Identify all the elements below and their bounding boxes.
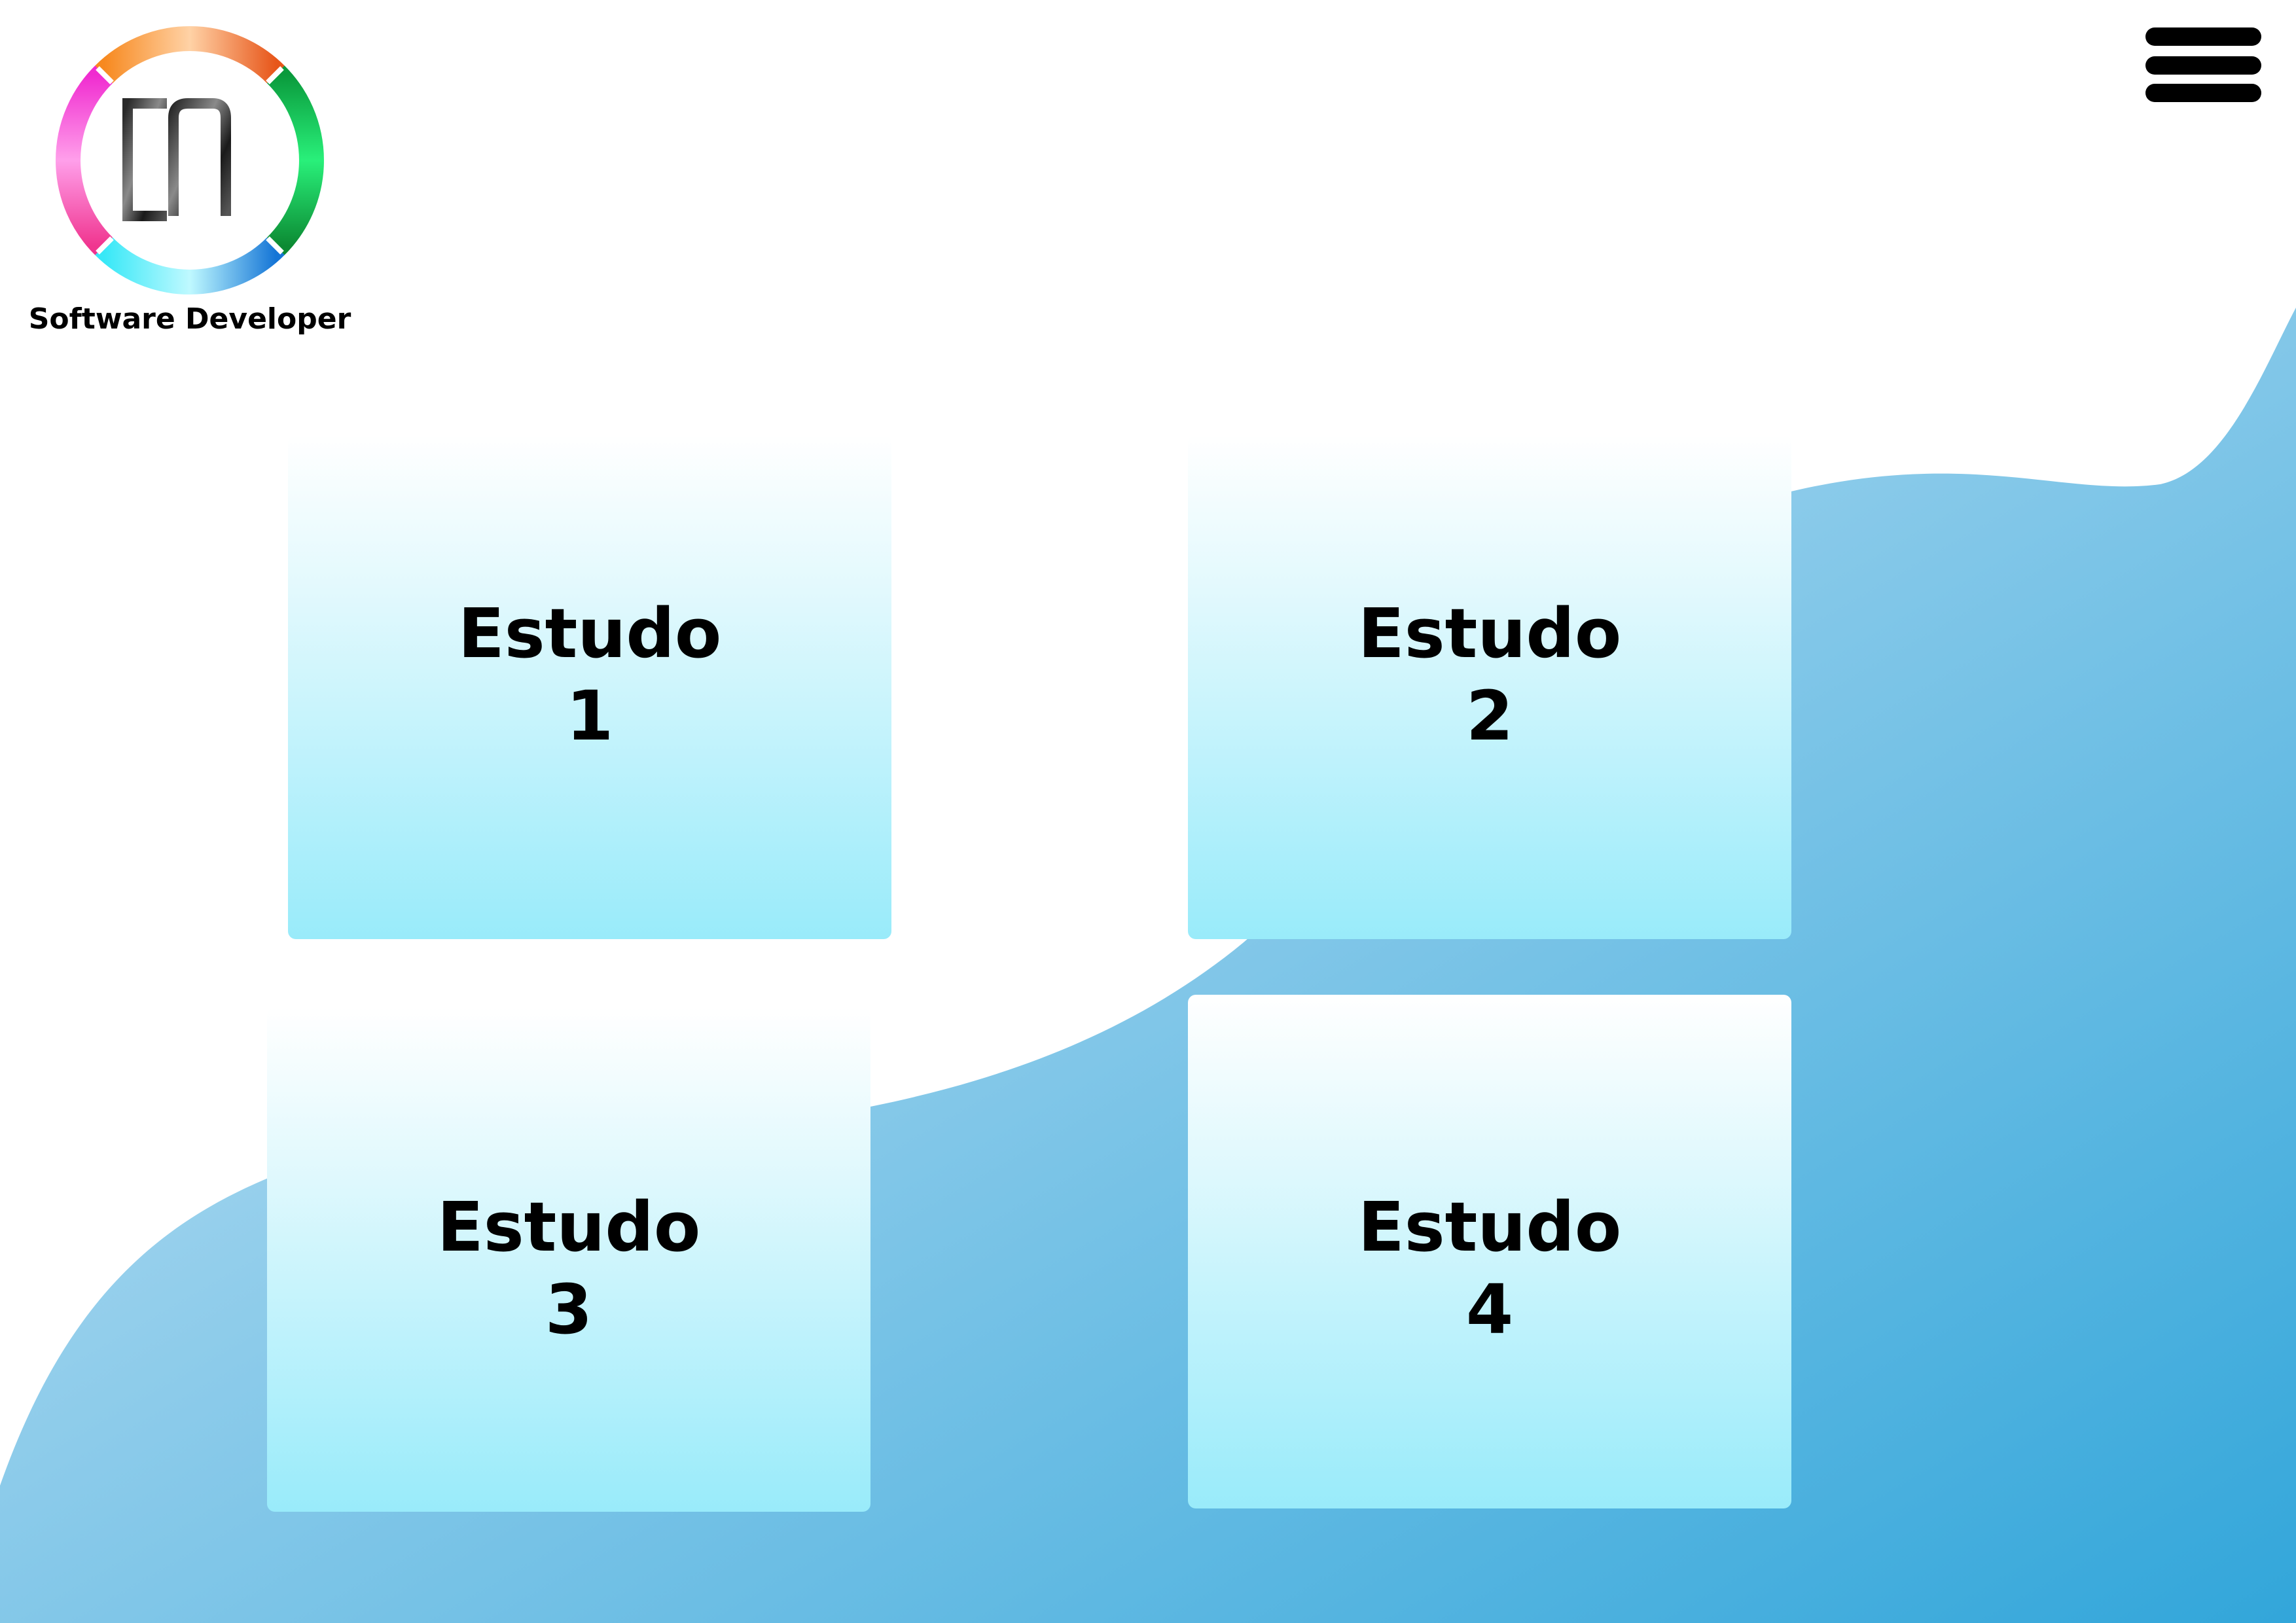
card-title: Estudo (457, 594, 722, 673)
logo-emblem: EA (56, 26, 324, 294)
hamburger-menu-button[interactable] (2144, 26, 2265, 105)
study-card-3[interactable]: Estudo 3 (267, 1008, 870, 1512)
card-number: 1 (565, 676, 614, 756)
card-number: 2 (1465, 676, 1514, 756)
logo-caption: Software Developer (28, 302, 351, 336)
study-card-1[interactable]: Estudo 1 (288, 435, 891, 939)
hamburger-menu-icon (2145, 27, 2261, 46)
study-card-4[interactable]: Estudo 4 (1188, 995, 1791, 1508)
card-number: 3 (545, 1270, 593, 1349)
hamburger-menu-icon-bar (2145, 56, 2261, 75)
card-title: Estudo (1357, 594, 1622, 673)
card-number: 4 (1465, 1270, 1514, 1349)
card-title: Estudo (1357, 1187, 1622, 1267)
hamburger-menu-icon-bar (2145, 84, 2261, 102)
brand-logo[interactable]: EA Software Developer (26, 20, 353, 353)
study-card-2[interactable]: Estudo 2 (1188, 435, 1791, 939)
card-title: Estudo (437, 1187, 701, 1267)
